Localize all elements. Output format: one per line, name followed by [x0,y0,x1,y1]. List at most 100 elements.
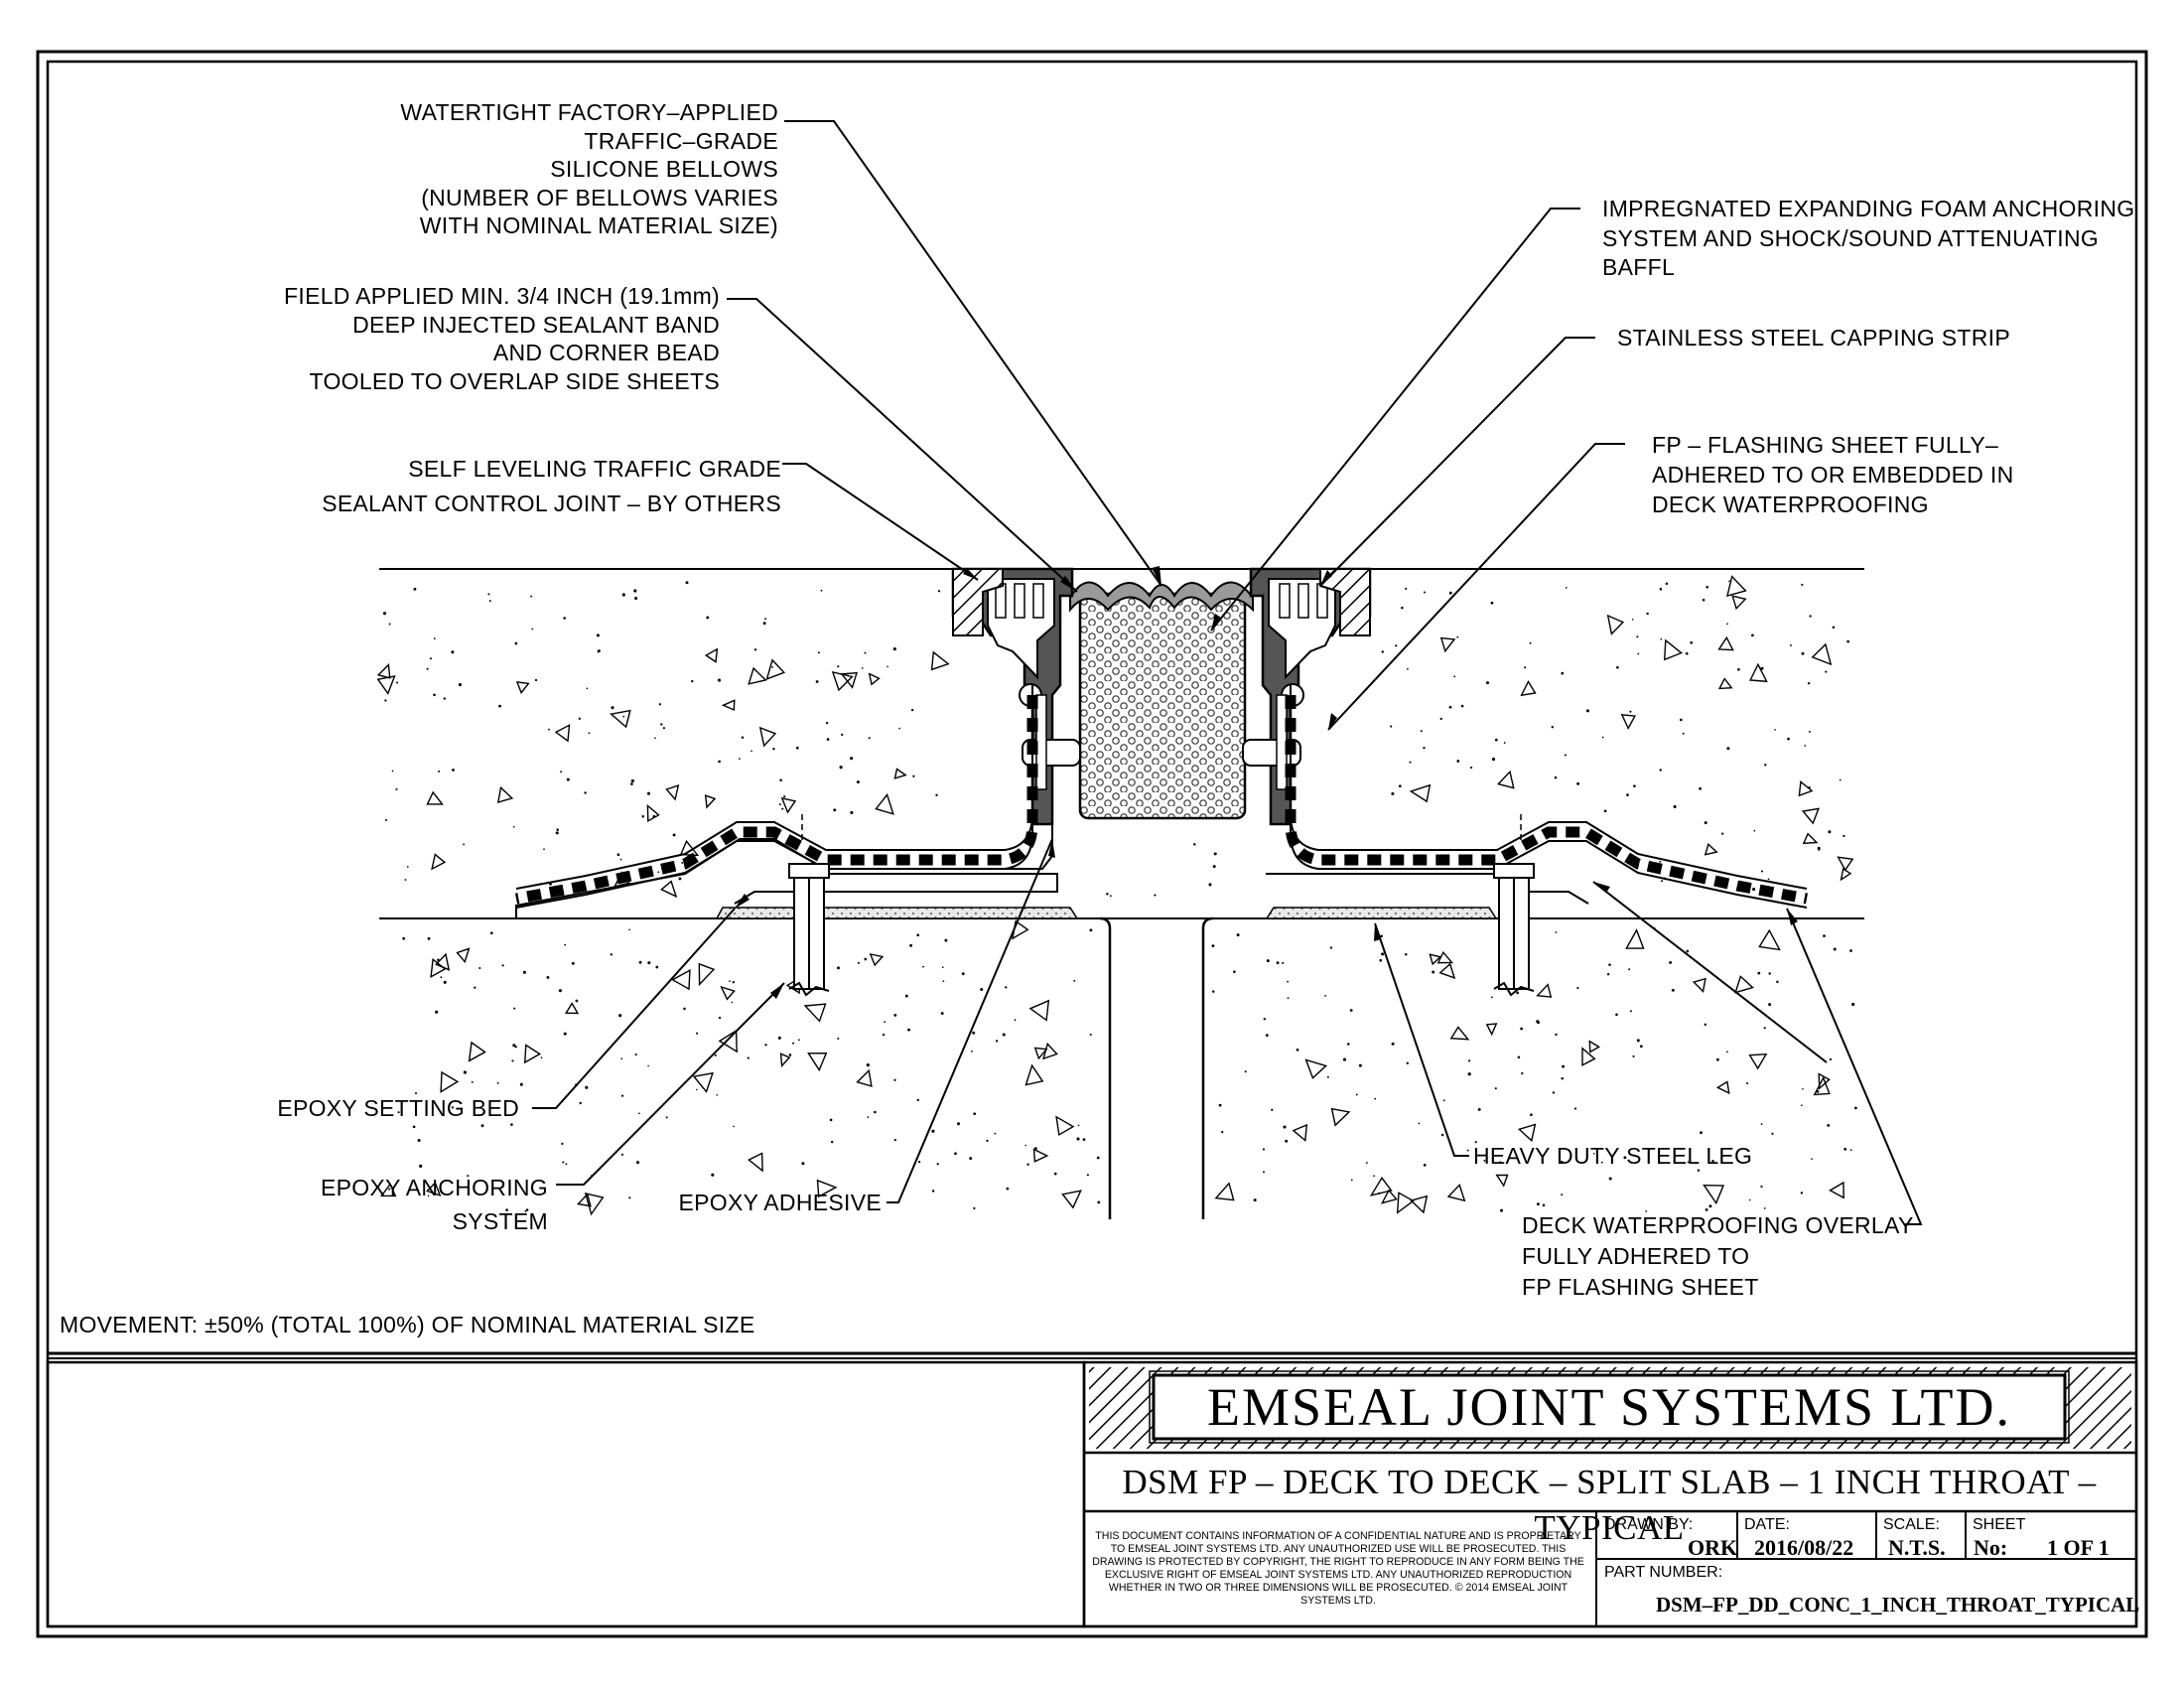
aggregate-speck [864,957,868,961]
aggregate-speck [861,667,864,669]
callout-foam-baffle: IMPREGNATED EXPANDING FOAM ANCHORING SYS… [1602,195,2134,283]
aggregate-speck [898,727,900,730]
aggregate-speck [1285,1139,1289,1143]
aggregate-speck [463,843,466,846]
aggregate-stone [831,671,854,692]
aggregate-stone [380,1183,397,1197]
callout-deck-overlay: DECK WATERPROOFING OVERLAY FULLY ADHERED… [1522,1210,1914,1303]
aggregate-speck [395,681,399,684]
callout-line: EPOXY ADHESIVE [678,1190,882,1215]
aggregate-speck [1665,582,1669,585]
aggregate-speck [467,1175,470,1178]
callout-epoxy-anchoring: EPOXY ANCHORING SYSTEM [321,1171,548,1238]
aggregate-speck [837,1037,840,1041]
aggregate-speck [1702,598,1706,602]
aggregate-stone [1495,1174,1509,1188]
drawing-title: DSM FP – DECK TO DECK – SPLIT SLAB – 1 I… [1122,1463,2097,1547]
aggregate-speck [1053,1172,1057,1176]
callout-line: BAFFL [1602,254,1676,280]
aggregate-speck [801,1162,805,1166]
date-value: 2016/08/22 [1754,1535,1854,1560]
aggregate-speck [578,717,581,720]
aggregate-speck [522,970,526,974]
aggregate-speck [1283,1125,1287,1129]
aggregate-speck [543,848,545,851]
aggregate-speck [1705,1208,1708,1211]
aggregate-speck [489,931,493,935]
aggregate-stone [1520,679,1537,697]
aggregate-speck [1468,1059,1471,1062]
aggregate-speck [404,879,407,881]
aggregate-speck [1503,742,1506,744]
aggregate-speck [867,1116,870,1118]
aggregate-speck [1768,1003,1772,1007]
aggregate-speck [1708,1204,1712,1208]
aggregate-stone [692,1071,714,1093]
aggregate-speck [837,966,840,970]
aggregate-speck [1823,934,1826,937]
aggregate-speck [1697,1169,1701,1172]
aggregate-stone [660,880,678,899]
aggregate-stone [1802,832,1819,845]
aggregate-speck [510,1123,513,1126]
aggregate-speck [1615,1013,1618,1017]
aggregate-speck [866,1063,870,1067]
aggregate-speck [555,831,559,835]
aggregate-speck [892,647,896,651]
aggregate-speck [1763,1207,1766,1209]
aggregate-speck [1474,1141,1477,1144]
aggregate-stone [779,1053,791,1068]
aggregate-stone [747,1152,763,1173]
aggregate-speck [471,1080,474,1083]
aggregate-speck [1014,1019,1017,1022]
aggregate-speck [1212,865,1216,869]
aggregate-speck [1423,746,1426,750]
aggregate-stone [1396,1192,1415,1214]
callout-line: EPOXY SETTING BED [277,1095,519,1121]
aggregate-speck [1529,641,1532,644]
aggregate-speck [458,683,462,687]
aggregate-speck [641,814,645,818]
sheet-label: SHEET [1973,1516,2026,1533]
aggregate-speck [837,665,840,668]
aggregate-speck [1296,1048,1299,1052]
aggregate-speck [973,1206,976,1210]
aggregate-speck [566,777,570,781]
aggregate-speck [1637,652,1640,655]
aggregate-speck [1409,761,1412,764]
callout-line: DEEP INJECTED SEALANT BAND [352,311,720,338]
aggregate-speck [971,1050,973,1053]
aggregate-speck [647,1064,649,1067]
aggregate-speck [1699,786,1702,790]
aggregate-speck [1456,760,1460,763]
aggregate-speck [1576,781,1580,785]
aggregate-speck [1494,1087,1497,1090]
aggregate-speck [733,1125,735,1128]
aggregate-speck [1585,709,1589,713]
aggregate-speck [1006,1187,1010,1191]
aggregate-speck [1552,1091,1556,1094]
aggregate-speck [1669,960,1673,964]
sealant-band-left [952,568,1004,636]
aggregate-speck [764,618,767,621]
callout-line: TRAFFIC–GRADE [584,127,778,154]
aggregate-speck [1576,987,1579,990]
aggregate-speck [1849,1149,1852,1151]
aggregate-speck [1809,615,1812,618]
aggregate-speck [732,981,735,984]
aggregate-speck [753,648,757,651]
aggregate-speck [1752,888,1756,892]
callout-silicone-bellows: WATERTIGHT FACTORY–APPLIED TRAFFIC–GRADE… [400,98,778,240]
aggregate-speck [1659,769,1662,772]
aggregate-speck [1753,829,1756,832]
aggregate-stone [1304,1058,1328,1079]
aggregate-speck [1629,1010,1632,1013]
aggregate-speck [839,766,843,770]
aggregate-speck [936,1163,939,1166]
aggregate-stone [698,962,716,987]
aggregate-speck [1491,758,1496,762]
aggregate-speck [498,704,501,708]
aggregate-speck [1106,893,1109,896]
aggregate-stone [646,803,660,822]
aggregate-speck [610,953,613,956]
